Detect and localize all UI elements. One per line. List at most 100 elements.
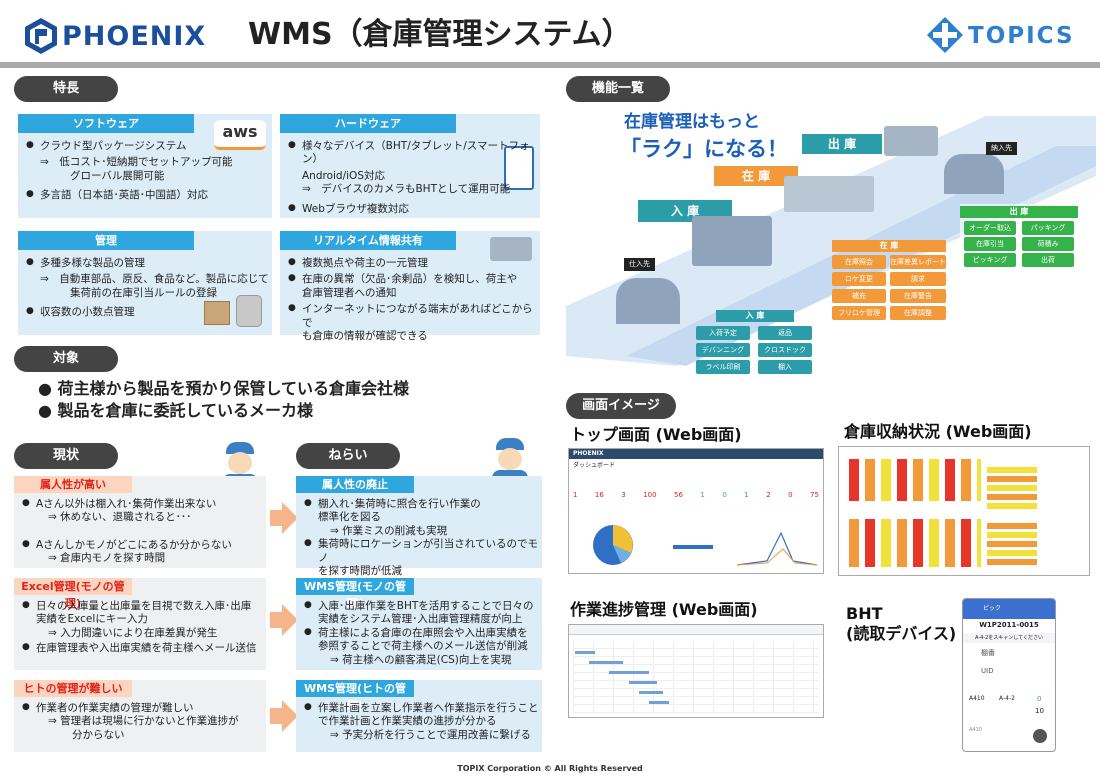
- aim-line: 荷主様による倉庫の在庫照会や入出庫実績を: [304, 627, 533, 640]
- hardware-card: ハードウェア 様々なデバイス（BHT/タブレット/スマートフォン） Androi…: [280, 114, 540, 218]
- pie-chart-graphic: [593, 525, 633, 565]
- hardware-item: Webブラウザ複数対応: [288, 203, 540, 216]
- bht-loc-1: A410: [969, 695, 985, 702]
- heatmap-block-4: [987, 523, 1037, 565]
- right-arrow-icon: [282, 700, 298, 732]
- aim-sub: 参照することで荷主様へのメール送信が削減: [318, 640, 528, 653]
- topics-logo-text: TOPICS: [968, 23, 1075, 49]
- in-item: 入荷予定: [696, 326, 750, 340]
- software-sub: ⇒ 低コスト･短納期でセットアップ可能: [40, 156, 233, 169]
- aim-title-2: WMS管理(モノの管理): [296, 578, 414, 610]
- phoenix-logo-icon: [25, 18, 57, 54]
- page-title: WMS（倉庫管理システム）: [248, 17, 632, 52]
- aim-sub: 実績をシステム管理･入出庫管理精度が向上: [318, 613, 523, 626]
- realtime-card: リアルタイム情報共有 複数拠点や荷主の一元管理 在庫の異常（欠品･余剰品）を検知…: [280, 231, 540, 342]
- aim-box-2: WMS管理(モノの管理) 入庫･出庫作業をBHTを活用することで日々の 実績をシ…: [296, 578, 542, 670]
- current-sub: ⇒ 入力間違いにより在庫差異が発生: [48, 626, 218, 639]
- bht-val-2: 10: [1035, 707, 1044, 715]
- target-item: ● 製品を倉庫に委託しているメーカ様: [38, 401, 314, 420]
- bht-device-image: ピック W1P2011-0015 A-4-2をスキャンしてください 棚番 UID…: [962, 598, 1056, 752]
- management-title: 管理: [18, 231, 194, 250]
- target-item: ● 荷主様から製品を預かり保管している倉庫会社様: [38, 379, 410, 398]
- current-sub: ⇒ 管理者は現場に行かないと作業進捗が: [48, 715, 239, 728]
- current-label: 現状: [14, 443, 118, 469]
- management-item: 収容数の小数点管理: [26, 306, 269, 319]
- header-rule: [0, 62, 1100, 68]
- management-sub: 集荷前の在庫引当ルールの登録: [70, 286, 217, 299]
- delivery-warehouse-illustration: [944, 154, 1004, 194]
- hardware-sub: ⇒ デバイスのカメラもBHTとして運用可能: [302, 183, 511, 196]
- catch-line-2: 「ラク」になる！: [620, 137, 788, 161]
- aim-line: 作業計画を立案し作業者へ作業指示を行うこと: [304, 702, 539, 715]
- gantt-bar: [629, 681, 657, 684]
- stock-item: 在庫差異レポート: [890, 255, 946, 269]
- current-box-2: Excel管理(モノの管理) 日々の入庫量と出庫量を目視で数え入庫･出庫 実績を…: [14, 578, 266, 670]
- gantt-bar: [589, 661, 623, 664]
- aim-box-1: 属人性の廃止 棚入れ･集荷時に照合を行い作業の 標準化を図る ⇒ 作業ミスの削減…: [296, 476, 542, 577]
- gantt-bar: [575, 651, 595, 654]
- realtime-sub: も倉庫の情報が確認できる: [302, 330, 428, 343]
- bht-foot: A410: [969, 727, 982, 733]
- aim-sub: を探す時間が低減: [318, 565, 402, 578]
- stock-item: フリロケ管理: [832, 306, 886, 320]
- progress-screen-title: 作業進捗管理 (Web画面): [570, 600, 758, 619]
- aim-title-3: WMS管理(ヒトの管理): [296, 680, 414, 712]
- features-label: 特長: [14, 76, 118, 102]
- bht-field-1: 棚番: [981, 649, 995, 657]
- gantt-bar: [639, 691, 663, 694]
- current-line: 在庫管理表や入出庫実績を荷主様へメール送信: [22, 642, 257, 655]
- aim-sub: 標準化を図る: [318, 511, 381, 524]
- heatmap-block-2: [987, 467, 1037, 509]
- flow-out-banner: 出 庫: [802, 134, 882, 154]
- dashboard-label: ダッシュボード: [573, 462, 616, 469]
- aim-line: 棚入れ･集荷時に照合を行い作業の: [304, 498, 542, 511]
- out-group-title: 出 庫: [960, 206, 1078, 218]
- phoenix-logo-text: PHOENIX: [62, 21, 207, 52]
- stock-item: 在庫調整: [890, 306, 946, 320]
- management-card: 管理 多種多様な製品の管理 ⇒ 自動車部品、原反、食品など。製品に応じて 集荷前…: [18, 231, 272, 335]
- delivery-label: 納入先: [986, 142, 1017, 155]
- hardware-sub: Android/iOS対応: [302, 169, 385, 182]
- out-item: オーダー取込: [964, 221, 1016, 235]
- arrow-bar: [270, 708, 282, 724]
- aim-title-1: 属人性の廃止: [296, 476, 414, 493]
- bht-message: A-4-2をスキャンしてください: [963, 633, 1055, 643]
- bht-loc-2: A-4-2: [999, 695, 1015, 702]
- software-card: ソフトウェア aws クラウド型パッケージシステム ⇒ 低コスト･短納期でセット…: [18, 114, 272, 218]
- supplier-warehouse-illustration: [616, 278, 680, 324]
- bar-graphic: [673, 545, 713, 549]
- aim-sub: ⇒ 予実分析を行うことで運用改善に繋げる: [330, 728, 531, 741]
- out-item: ピッキング: [964, 253, 1016, 267]
- aim-line: 入庫･出庫作業をBHTを活用することで日々の: [304, 600, 533, 613]
- out-item: パッキング: [1022, 221, 1074, 235]
- bht-code: W1P2011-0015: [979, 621, 1039, 629]
- footer-copyright: TOPIX Corporation © All Rights Reserved: [457, 764, 643, 773]
- bht-header-label: ピック: [983, 605, 1002, 612]
- aim-sub: ⇒ 作業ミスの削減も実現: [330, 524, 448, 537]
- target-label: 対象: [14, 346, 118, 372]
- bht-scan-button[interactable]: [1033, 729, 1047, 743]
- warehouse-illustration: [692, 216, 772, 266]
- stock-group-title: 在 庫: [832, 240, 946, 252]
- bht-header-bar: [963, 599, 1055, 619]
- bht-title-2: (読取デバイス): [846, 624, 957, 643]
- in-item: デバンニング: [696, 343, 750, 357]
- software-item: 多言語（日本語･英語･中国語）対応: [26, 189, 233, 202]
- hardware-title: ハードウェア: [280, 114, 456, 133]
- right-arrow-icon: [282, 604, 298, 636]
- functions-label: 機能一覧: [566, 76, 670, 102]
- current-sub: ⇒ 休めない、退職されると･･･: [48, 511, 192, 524]
- shelf-illustration: [784, 176, 874, 212]
- topics-logo-icon: [927, 17, 963, 53]
- in-group: 入 庫 入荷予定 返品 デバンニング クロスドック ラベル印刷 棚入: [696, 310, 814, 374]
- in-group-title: 入 庫: [716, 310, 794, 322]
- in-item: クロスドック: [758, 343, 812, 357]
- realtime-title: リアルタイム情報共有: [280, 231, 456, 250]
- stock-group: 在 庫 在庫照会 在庫差異レポート ロケ変更 請求 補充 在庫警告 フリロケ管理…: [832, 240, 946, 322]
- aim-sub: ⇒ 荷主様への顧客満足(CS)向上を実現: [330, 653, 512, 666]
- arrow-bar: [270, 510, 282, 526]
- bht-title-1: BHT: [846, 604, 883, 623]
- current-line: Aさん以外は棚入れ･集荷作業出来ない: [22, 498, 232, 511]
- current-line: 作業者の作業実績の管理が難しい: [22, 702, 239, 715]
- current-line: 日々の入庫量と出庫量を目視で数え入庫･出庫: [22, 600, 257, 613]
